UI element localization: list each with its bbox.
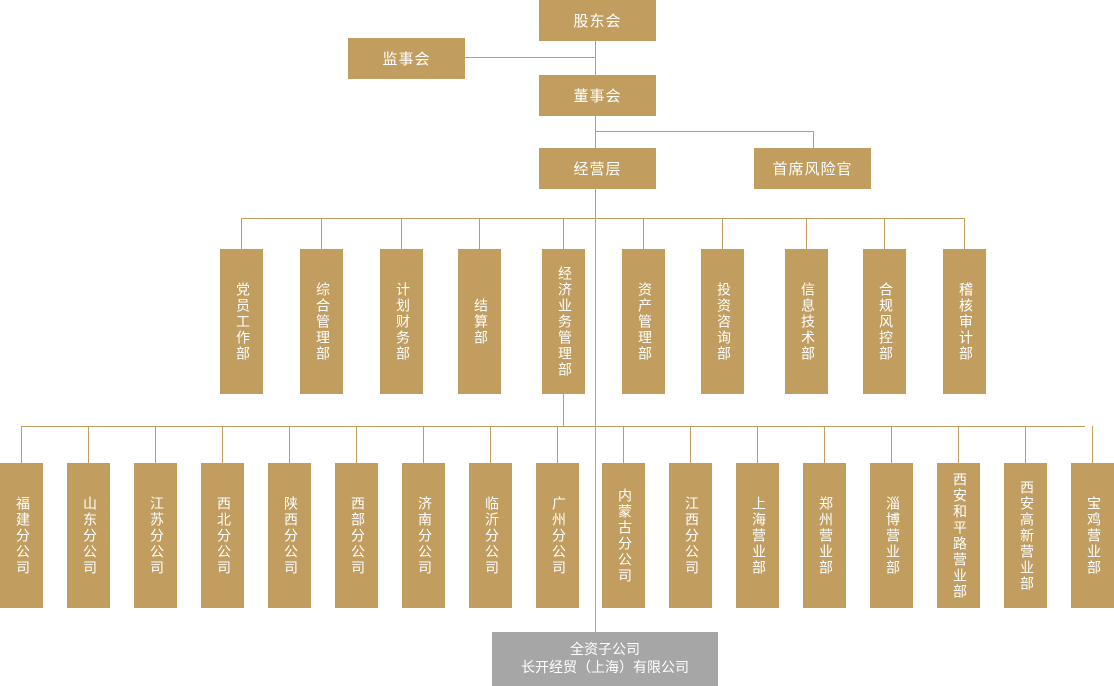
connector	[401, 218, 402, 249]
connector	[557, 426, 558, 463]
connector	[88, 426, 89, 463]
connector	[806, 218, 807, 249]
department-box: 资产管理部	[622, 249, 665, 394]
connector	[722, 218, 723, 249]
connector	[241, 218, 242, 249]
shareholders-box: 股东会	[539, 0, 656, 41]
board-box: 董事会	[539, 75, 656, 116]
supervisors-box: 监事会	[348, 38, 465, 79]
department-box: 党员工作部	[220, 249, 263, 394]
connector	[465, 57, 595, 58]
connector	[1092, 426, 1093, 463]
branch-box: 陕西分公司	[268, 463, 311, 608]
department-box: 合规风控部	[863, 249, 906, 394]
department-box: 投资咨询部	[701, 249, 744, 394]
connector	[21, 426, 1085, 427]
connector	[423, 426, 424, 463]
connector	[958, 426, 959, 463]
subsidiary-name: 长开经贸（上海）有限公司	[521, 660, 689, 676]
connector	[884, 218, 885, 249]
connector	[643, 218, 644, 249]
connector	[289, 426, 290, 463]
subsidiary-label: 全资子公司	[570, 642, 640, 658]
branch-box: 西安和平路营业部	[937, 463, 980, 608]
branch-box: 江苏分公司	[134, 463, 177, 608]
branch-box: 西部分公司	[335, 463, 378, 608]
department-box: 信息技术部	[785, 249, 828, 394]
branch-box: 西安高新营业部	[1004, 463, 1047, 608]
connector	[623, 426, 624, 463]
branch-box: 山东分公司	[67, 463, 110, 608]
branch-box: 郑州营业部	[803, 463, 846, 608]
branch-box: 福建分公司	[0, 463, 43, 608]
connector	[321, 218, 322, 249]
subsidiary-box: 全资子公司 长开经贸（上海）有限公司	[492, 632, 718, 686]
connector	[891, 426, 892, 463]
connector	[563, 218, 564, 249]
connector	[757, 426, 758, 463]
connector	[563, 394, 564, 426]
connector	[490, 426, 491, 463]
connector	[824, 426, 825, 463]
connector	[1025, 426, 1026, 463]
department-box: 计划财务部	[380, 249, 423, 394]
connector	[241, 218, 965, 219]
branch-box: 广州分公司	[536, 463, 579, 608]
branch-box: 临沂分公司	[469, 463, 512, 608]
branch-box: 济南分公司	[402, 463, 445, 608]
connector	[813, 131, 814, 148]
branch-box: 宝鸡营业部	[1071, 463, 1114, 608]
connector	[155, 426, 156, 463]
branch-box: 西北分公司	[201, 463, 244, 608]
connector	[595, 189, 596, 218]
management-box: 经营层	[539, 148, 656, 189]
connector	[964, 218, 965, 249]
department-box: 稽核审计部	[943, 249, 986, 394]
connector	[356, 426, 357, 463]
branch-box: 上海营业部	[736, 463, 779, 608]
branch-box: 内蒙古分公司	[602, 463, 645, 608]
connector	[222, 426, 223, 463]
connector-subsidiary	[595, 218, 596, 632]
branch-box: 江西分公司	[669, 463, 712, 608]
cro-box: 首席风险官	[754, 148, 871, 189]
connector	[479, 218, 480, 249]
connector	[690, 426, 691, 463]
department-box: 结算部	[458, 249, 501, 394]
department-box: 经济业务管理部	[542, 249, 585, 394]
connector	[595, 131, 814, 132]
branch-box: 淄博营业部	[870, 463, 913, 608]
connector	[21, 426, 22, 463]
department-box: 综合管理部	[300, 249, 343, 394]
